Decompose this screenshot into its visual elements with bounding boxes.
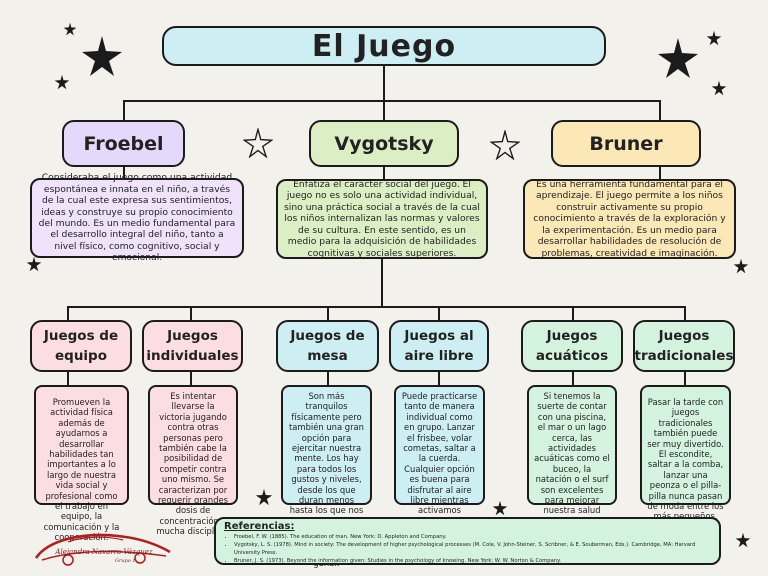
type-juegos-de-equipo: Juegos de equipo bbox=[30, 320, 132, 372]
reference-item: Bruner, J. S. (1973). Beyond the informa… bbox=[234, 557, 711, 565]
type-juegos-de-mesa: Juegos de mesa bbox=[276, 320, 379, 372]
type-juegos-tradicionales: Juegos tradicionales bbox=[633, 320, 735, 372]
connector-bruner bbox=[659, 100, 661, 120]
connector-froebel bbox=[123, 100, 125, 120]
type-juegos-acuaticos: Juegos acuáticos bbox=[521, 320, 623, 372]
connector-type-5 bbox=[572, 306, 574, 320]
connector-authors-bar bbox=[123, 100, 660, 102]
connector-vygotsky bbox=[383, 100, 385, 120]
star-icon bbox=[658, 38, 698, 78]
author-vygotsky: Vygotsky bbox=[309, 120, 459, 167]
star-icon bbox=[54, 74, 70, 90]
type-juegos-al-aire-libre-description: Puede practicarse tanto de manera indivi… bbox=[394, 385, 485, 536]
type-juegos-de-mesa-description: Son más tranquilos físicamente pero tamb… bbox=[281, 385, 372, 568]
main-title: El Juego bbox=[162, 26, 606, 66]
star-icon bbox=[706, 30, 722, 46]
connector-froebel-desc bbox=[123, 167, 125, 178]
connector-type-6 bbox=[684, 306, 686, 320]
connector-vygotsky-desc bbox=[383, 167, 385, 179]
references-box: Referencias: Froebel, F. W. (1885). The … bbox=[214, 517, 721, 565]
signature-name: Alejandra Navarro Vázquez bbox=[55, 548, 153, 556]
connector-type-2-desc bbox=[190, 372, 192, 385]
connector-type-5-desc bbox=[572, 372, 574, 385]
type-juegos-tradicionales-description: Pasar la tarde con juegos tradicionales … bbox=[640, 385, 731, 521]
star-icon bbox=[492, 500, 508, 516]
references-list: Froebel, F. W. (1885). The education of … bbox=[224, 533, 711, 565]
signature-group: Grupo 1 bbox=[115, 558, 136, 564]
star-icon bbox=[733, 258, 749, 274]
type-juegos-individuales: Juegos individuales bbox=[142, 320, 243, 372]
connector-type-1-desc bbox=[67, 372, 69, 385]
star-outline-icon bbox=[490, 130, 520, 160]
star-icon bbox=[63, 22, 77, 36]
connector-type-4-desc bbox=[438, 372, 440, 385]
type-juegos-acuaticos-description: Si tenemos la suerte de contar con una p… bbox=[527, 385, 617, 547]
type-juegos-al-aire-libre: Juegos al aire libre bbox=[389, 320, 489, 372]
connector-title-down bbox=[383, 66, 385, 101]
connector-type-3 bbox=[327, 306, 329, 320]
star-icon bbox=[26, 256, 42, 272]
type-juegos-individuales-description: Es intentar llevarse la victoria jugando… bbox=[148, 385, 238, 536]
author-froebel: Froebel bbox=[62, 120, 185, 167]
car-logo-icon bbox=[34, 533, 171, 566]
star-icon bbox=[735, 532, 751, 548]
references-title: Referencias: bbox=[224, 521, 295, 532]
type-juegos-de-equipo-description: Promueven la actividad física además de … bbox=[34, 385, 129, 542]
connector-type-3-desc bbox=[327, 372, 329, 385]
connector-center-down bbox=[381, 259, 383, 307]
connector-type-1 bbox=[67, 306, 69, 320]
author-bruner: Bruner bbox=[551, 120, 701, 167]
connector-type-6-desc bbox=[684, 372, 686, 385]
star-icon bbox=[711, 80, 727, 96]
connector-type-2 bbox=[190, 306, 192, 320]
connector-bruner-desc bbox=[659, 167, 661, 179]
reference-item: Vygotsky, L. S. (1978). Mind in society:… bbox=[234, 541, 711, 557]
author-vygotsky-description: Enfatiza el carácter social del juego. E… bbox=[276, 179, 488, 259]
reference-item: Froebel, F. W. (1885). The education of … bbox=[234, 533, 711, 541]
star-icon bbox=[255, 488, 273, 506]
connector-types-bar bbox=[67, 306, 686, 308]
star-icon bbox=[82, 36, 122, 76]
connector-type-4 bbox=[438, 306, 440, 320]
author-bruner-description: Es una herramienta fundamental para el a… bbox=[523, 179, 736, 259]
star-outline-icon bbox=[243, 128, 273, 158]
author-froebel-description: Consideraba el juego como una actividad … bbox=[30, 172, 244, 263]
